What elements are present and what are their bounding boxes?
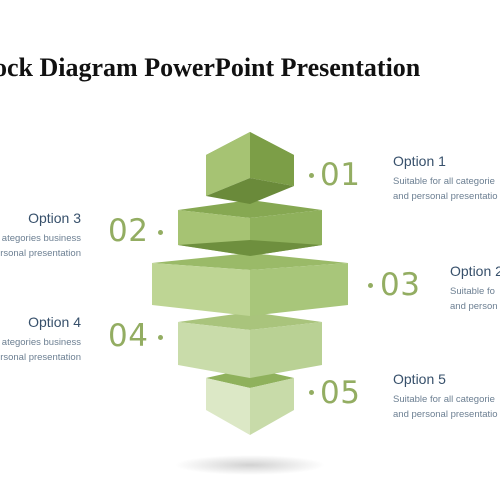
option-title: Option 3 (28, 210, 81, 226)
option-description: ategories business rsonal presentation (0, 231, 81, 261)
option-description-line: rsonal presentation (0, 352, 81, 363)
option-title: Option 1 (393, 153, 446, 169)
option-description: Suitable for all categorie and personal … (393, 392, 500, 422)
option-description-line: and personal presentatio (393, 191, 498, 202)
option-title: Option 2 (450, 263, 500, 279)
stack-shadow (175, 455, 325, 475)
option-description-line: ategories business (1, 337, 81, 348)
option-description-line: Suitable for all categorie (393, 394, 495, 405)
option-description: ategories business rsonal presentation (0, 335, 81, 365)
option-description-line: and person (450, 301, 498, 312)
option-description: Suitable for all categorie and personal … (393, 174, 500, 204)
block-01 (206, 132, 294, 204)
option-title: Option 4 (28, 314, 81, 330)
marker-dot-04 (158, 335, 163, 340)
option-description-line: Suitable fo (450, 286, 495, 297)
option-description-line: rsonal presentation (0, 248, 81, 259)
option-block-2: Option 2 Suitable fo and person (450, 262, 500, 314)
option-block-3: Option 3 ategories business rsonal prese… (0, 209, 81, 261)
block-05 (206, 368, 294, 435)
block-02 (178, 200, 322, 256)
marker-dot-05 (309, 390, 314, 395)
number-04: 04 (108, 318, 149, 354)
number-05: 05 (320, 375, 361, 411)
option-block-4: Option 4 ategories business rsonal prese… (0, 313, 81, 365)
option-block-5: Option 5 Suitable for all categorie and … (393, 370, 500, 422)
marker-dot-01 (309, 173, 314, 178)
marker-dot-03 (368, 283, 373, 288)
option-block-1: Option 1 Suitable for all categorie and … (393, 152, 500, 204)
marker-dot-02 (158, 230, 163, 235)
slide-title: ock Diagram PowerPoint Presentation (0, 53, 421, 82)
option-title: Option 5 (393, 371, 446, 387)
block-03 (152, 253, 348, 316)
number-01: 01 (320, 157, 361, 193)
option-description-line: and personal presentatio (393, 409, 498, 420)
number-02: 02 (108, 213, 149, 249)
option-description-line: ategories business (1, 233, 81, 244)
block-04 (178, 312, 322, 378)
option-description-line: Suitable for all categorie (393, 176, 495, 187)
option-description: Suitable fo and person (450, 284, 500, 314)
number-03: 03 (380, 267, 421, 303)
